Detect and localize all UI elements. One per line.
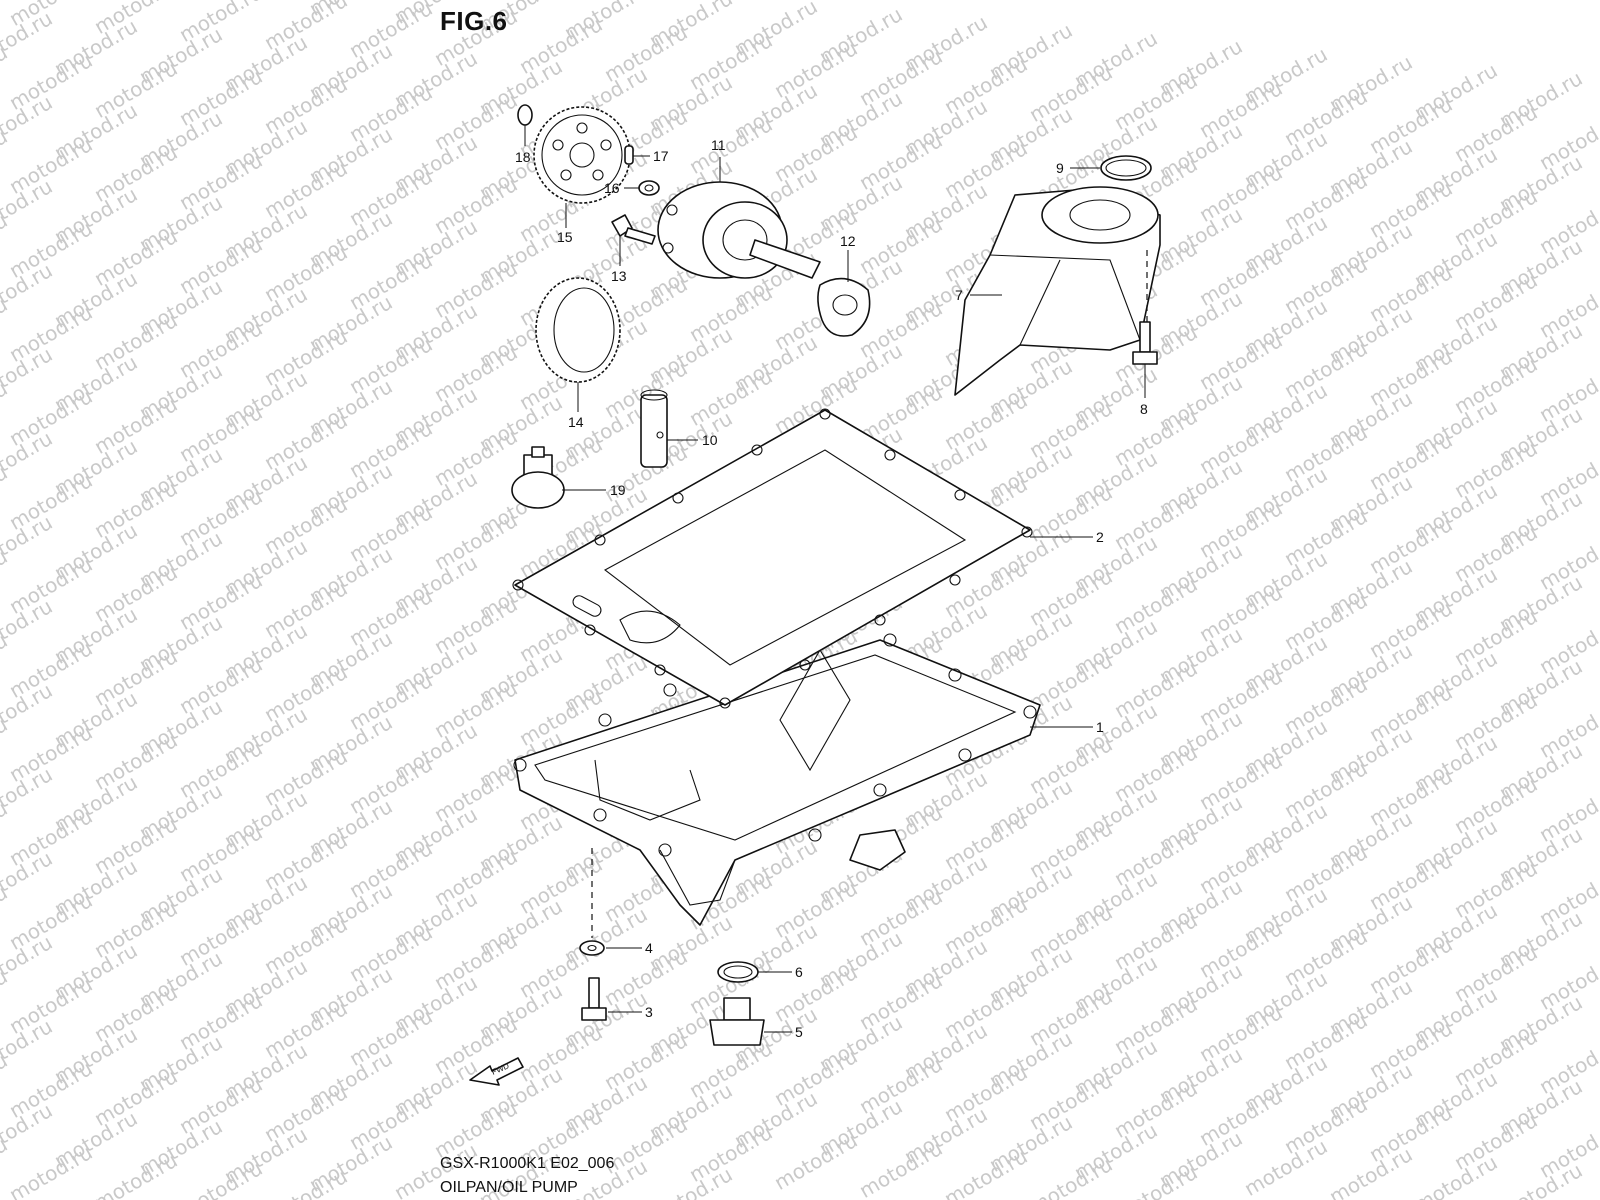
callout-2: 2 <box>1096 529 1104 545</box>
callout-6: 6 <box>795 964 803 980</box>
callout-4: 4 <box>645 940 653 956</box>
callout-5: 5 <box>795 1024 803 1040</box>
oil-pump-gasket[interactable] <box>817 277 871 337</box>
diagram-name: OILPAN/OIL PUMP <box>440 1179 578 1196</box>
callout-3: 3 <box>645 1004 653 1020</box>
callout-16: 16 <box>604 180 620 196</box>
callout-labels: 1 2 3 4 5 6 7 8 9 10 11 12 13 14 15 16 1… <box>515 137 1148 1040</box>
callout-9: 9 <box>1056 160 1064 176</box>
o-ring-9[interactable] <box>1100 155 1152 181</box>
callout-1: 1 <box>1096 719 1104 735</box>
callout-8: 8 <box>1140 401 1148 417</box>
bolt-3[interactable] <box>581 977 607 1021</box>
oil-pan[interactable] <box>513 633 1041 926</box>
callout-11: 11 <box>711 137 726 153</box>
fwd-arrow: FWD <box>469 1057 524 1086</box>
bolt-13[interactable] <box>611 214 656 245</box>
gasket-6[interactable] <box>717 961 759 983</box>
oil-pressure-switch-19[interactable] <box>511 446 565 509</box>
callout-19: 19 <box>610 482 626 498</box>
oil-pump-driven-gear[interactable] <box>535 277 621 383</box>
oil-pump-assembly[interactable] <box>657 181 821 279</box>
oil-strainer[interactable] <box>954 186 1161 396</box>
washer-16[interactable] <box>638 180 660 196</box>
pipe-10[interactable] <box>640 389 668 468</box>
callout-10: 10 <box>702 432 718 448</box>
callout-17: 17 <box>653 148 669 164</box>
diagram-code: GSX-R1000K1 E02_006 <box>440 1155 615 1172</box>
circlip-18[interactable] <box>517 104 533 126</box>
callout-12: 12 <box>840 233 856 249</box>
callout-7: 7 <box>955 287 963 303</box>
pin-17[interactable] <box>624 145 634 165</box>
callout-18: 18 <box>515 149 531 165</box>
figure-title: FIG.6 <box>440 6 508 36</box>
callout-13: 13 <box>611 268 627 284</box>
callout-15: 15 <box>557 229 573 245</box>
oil-pump-sprocket[interactable] <box>533 106 631 204</box>
callout-14: 14 <box>568 414 584 430</box>
drain-plug-5[interactable] <box>709 997 765 1046</box>
oil-pan-gasket[interactable] <box>512 408 1033 709</box>
washer-4[interactable] <box>579 940 605 956</box>
bolt-8[interactable] <box>1132 321 1158 365</box>
